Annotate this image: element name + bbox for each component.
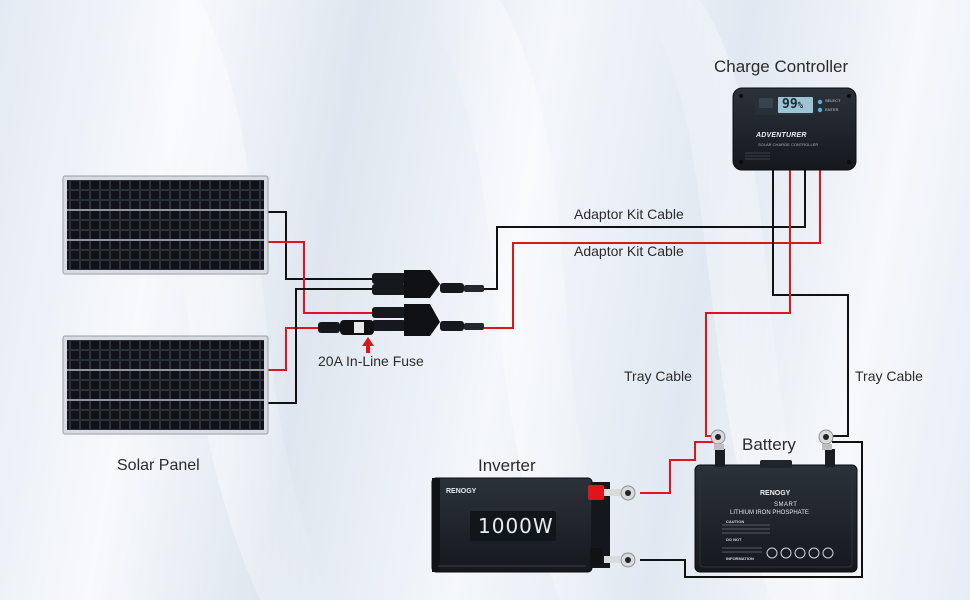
- inverter-positive-wire: [640, 441, 714, 494]
- controller-display-value: 99: [782, 97, 798, 112]
- wires: [265, 170, 863, 578]
- controller-display-text: 99%: [782, 97, 803, 114]
- inverter-display: [470, 511, 556, 541]
- controller-display-unit: %: [797, 101, 804, 111]
- label-adaptor-cable-1: Adaptor Kit Cable: [574, 206, 684, 222]
- battery-caution: CAUTION: [726, 519, 745, 524]
- label-tray-cable-right: Tray Cable: [855, 368, 923, 384]
- controller-enter-label: ENTER: [825, 107, 839, 112]
- inverter: [431, 477, 610, 573]
- label-charge-controller: Charge Controller: [714, 57, 849, 76]
- battery: [694, 429, 858, 573]
- controller-brand: ADVENTURER: [756, 132, 807, 139]
- fuse-arrow: [362, 337, 374, 353]
- label-tray-cable-left: Tray Cable: [624, 368, 692, 384]
- battery-line1: SMART: [774, 502, 798, 508]
- tray-positive-wire: [705, 170, 791, 437]
- solar-panel-bottom: [62, 335, 269, 435]
- battery-brand: RENOGY: [760, 490, 791, 497]
- battery-information: INFORMATION: [726, 556, 754, 561]
- adaptor-positive-wire: [484, 170, 821, 329]
- inline-fuse: [318, 320, 374, 335]
- inverter-rating: 1000W: [478, 514, 554, 538]
- battery-line2: LITHIUM IRON PHOSPHATE: [730, 510, 809, 516]
- negative-branch-connector: [372, 270, 484, 298]
- panel2-positive-wire: [265, 327, 318, 371]
- controller-subtitle: SOLAR CHARGE CONTROLLER: [758, 142, 819, 147]
- panel1-negative-wire: [265, 211, 372, 280]
- inverter-negative-terminal: [590, 548, 602, 566]
- positive-branch-connector: [372, 304, 484, 336]
- background-swooshes: [120, 0, 820, 600]
- adaptor-negative-wire: [484, 170, 806, 290]
- charge-controller: [732, 87, 857, 171]
- mc4-connectors: [318, 270, 484, 336]
- label-adaptor-cable-2: Adaptor Kit Cable: [574, 243, 684, 259]
- inverter-negative-wire: [640, 441, 863, 578]
- controller-select-label: SELECT: [825, 98, 841, 103]
- panel1-positive-wire: [265, 241, 372, 314]
- label-solar-panel: Solar Panel: [117, 457, 200, 474]
- label-battery: Battery: [742, 435, 796, 454]
- tray-negative-wire: [772, 170, 849, 437]
- label-inverter: Inverter: [478, 456, 536, 475]
- inverter-ring-terminals: [604, 485, 636, 568]
- solar-panel-top: [62, 175, 269, 275]
- panel2-negative-wire: [265, 288, 372, 404]
- battery-do-not: DO NOT: [726, 537, 742, 542]
- inverter-positive-terminal: [588, 485, 604, 500]
- inverter-brand: RENOGY: [446, 488, 477, 495]
- controller-lcd: [778, 97, 813, 113]
- label-fuse: 20A In-Line Fuse: [318, 353, 424, 369]
